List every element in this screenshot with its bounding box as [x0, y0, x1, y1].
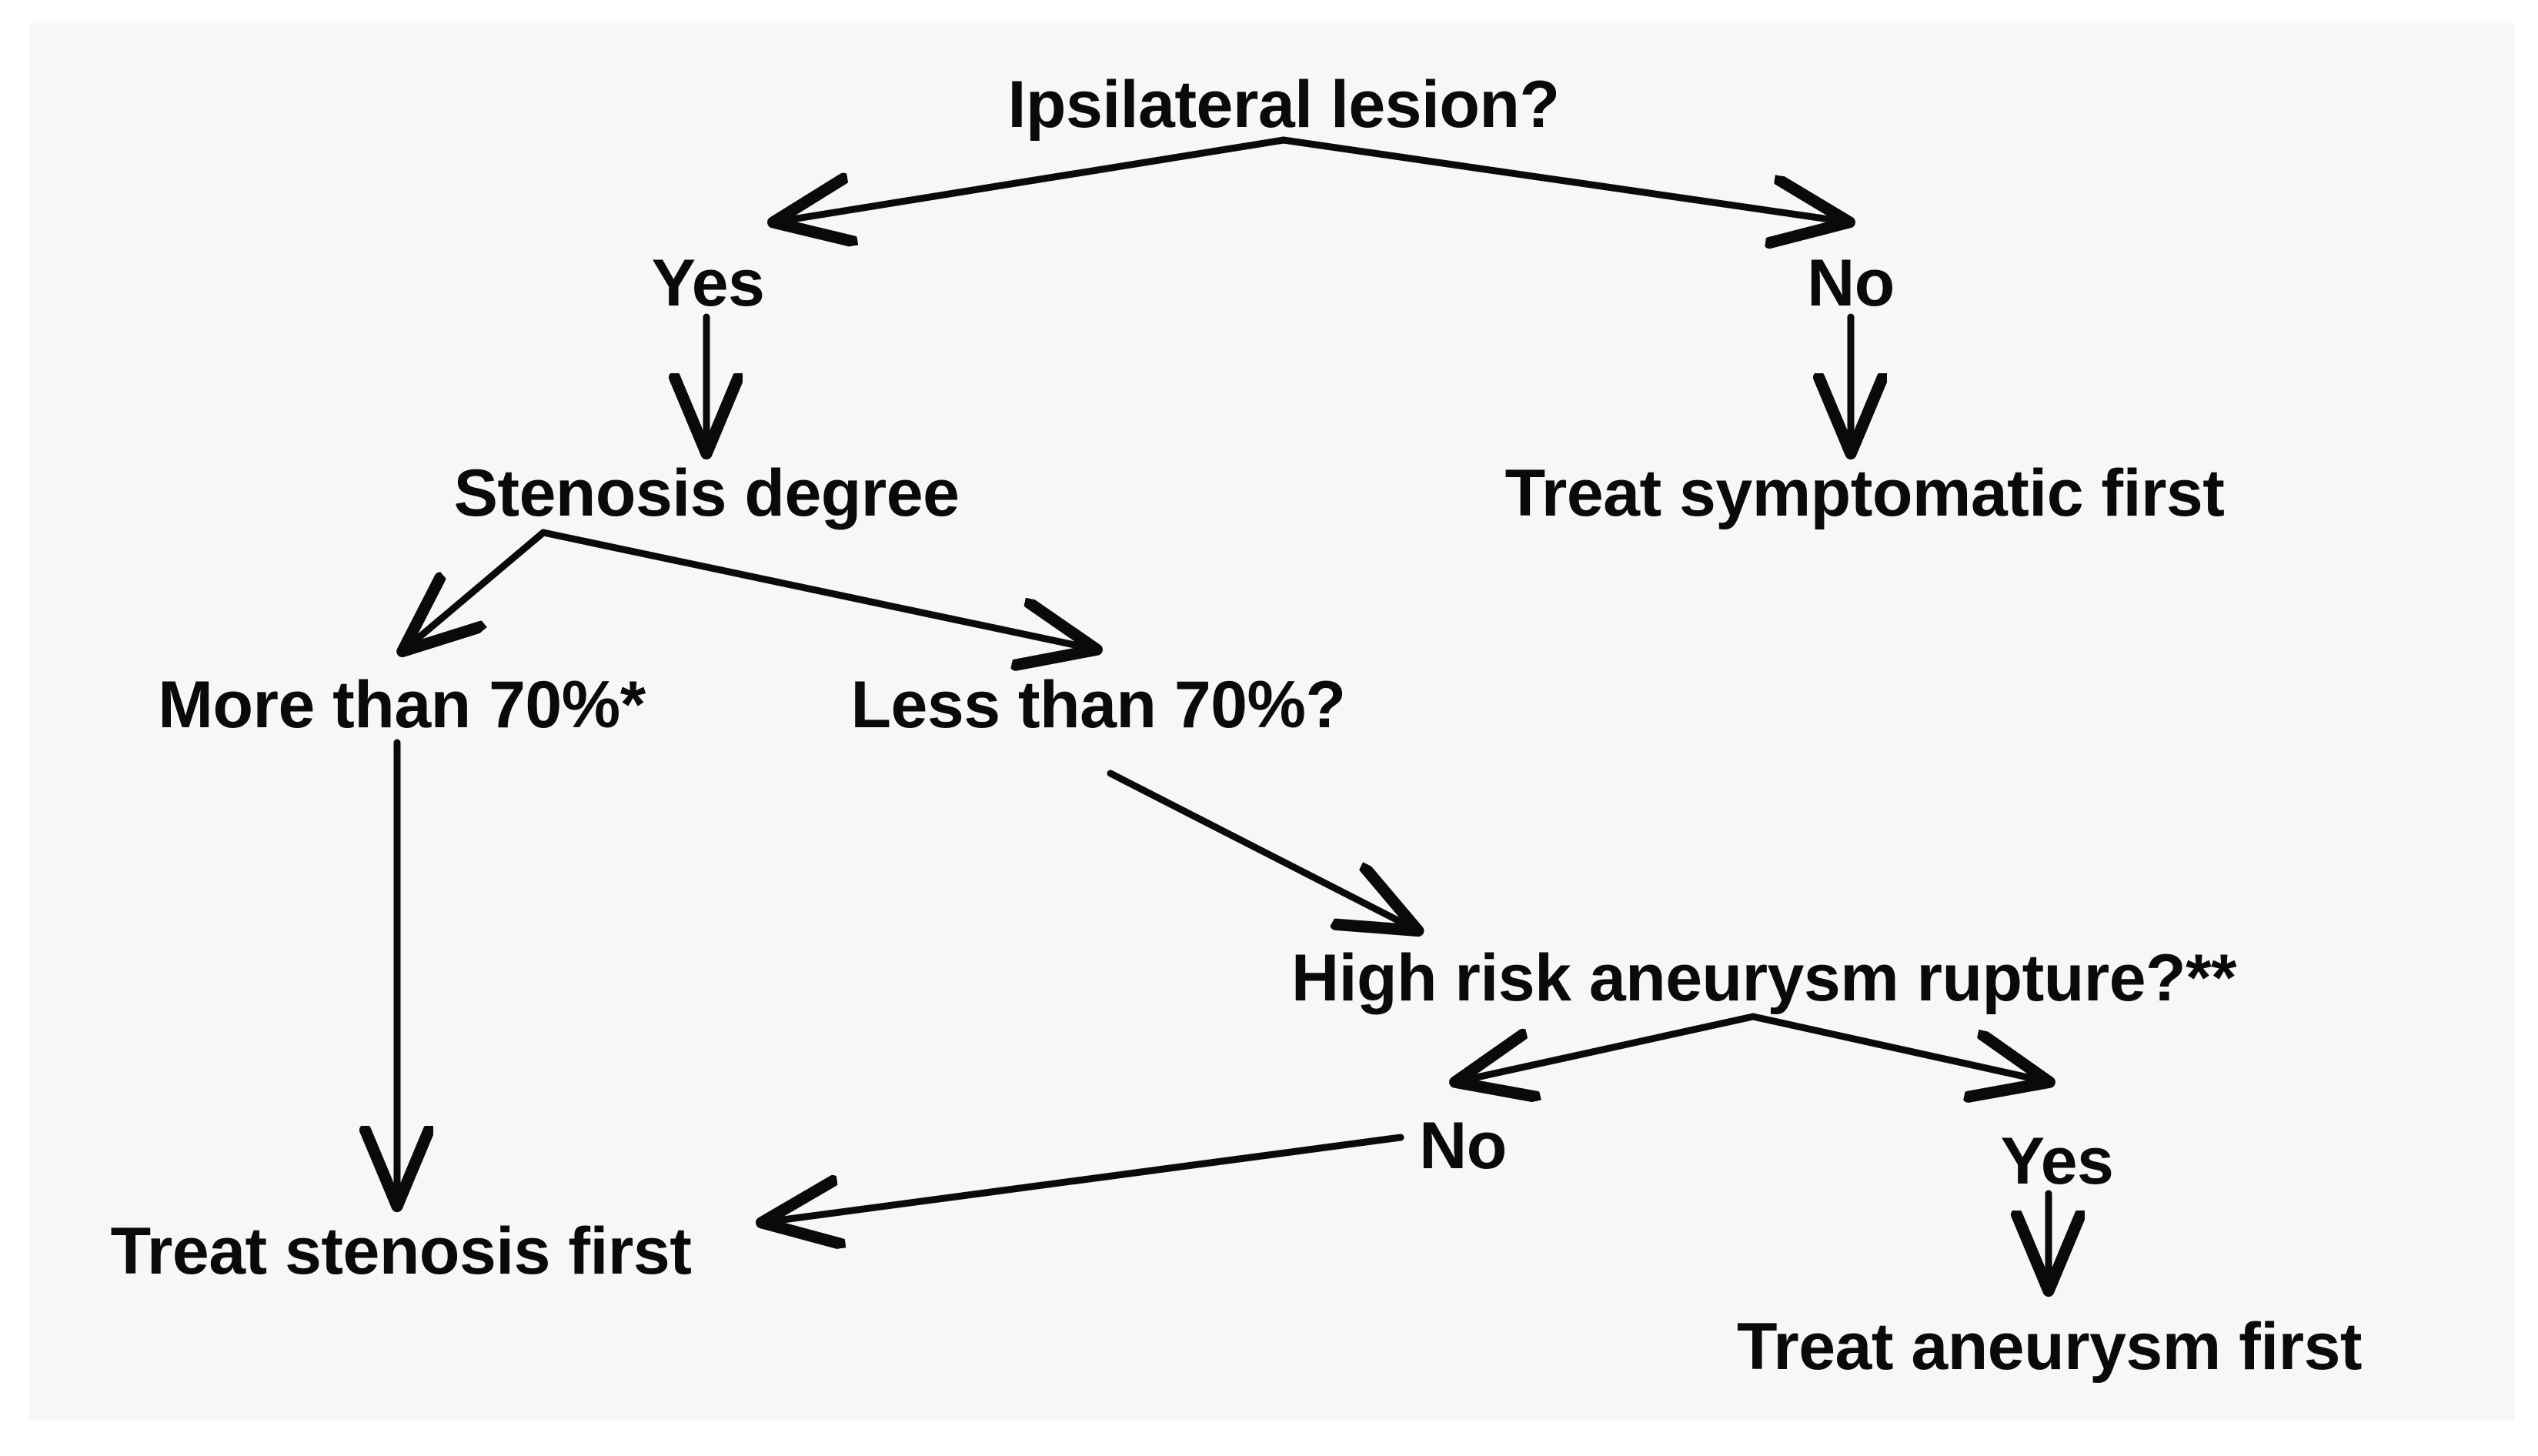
node-ipsilateral-lesion: Ipsilateral lesion?	[1007, 68, 1560, 142]
branch-label-yes-high-risk: Yes	[2000, 1124, 2114, 1198]
node-treat-symptomatic-first: Treat symptomatic first	[1504, 456, 2225, 530]
branch-label-no-ipsilateral: No	[1807, 246, 1895, 320]
branch-label-yes-ipsilateral: Yes	[651, 246, 765, 320]
branch-label-more-than-70: More than 70%*	[158, 668, 646, 742]
node-high-risk-aneurysm-rupture: High risk aneurysm rupture?**	[1291, 941, 2237, 1015]
node-treat-aneurysm-first: Treat aneurysm first	[1736, 1310, 2363, 1384]
node-treat-stenosis-first: Treat stenosis first	[110, 1214, 692, 1288]
branch-label-less-than-70: Less than 70%?	[850, 668, 1347, 742]
node-stenosis-degree: Stenosis degree	[453, 456, 960, 530]
branch-label-no-high-risk: No	[1419, 1109, 1507, 1183]
